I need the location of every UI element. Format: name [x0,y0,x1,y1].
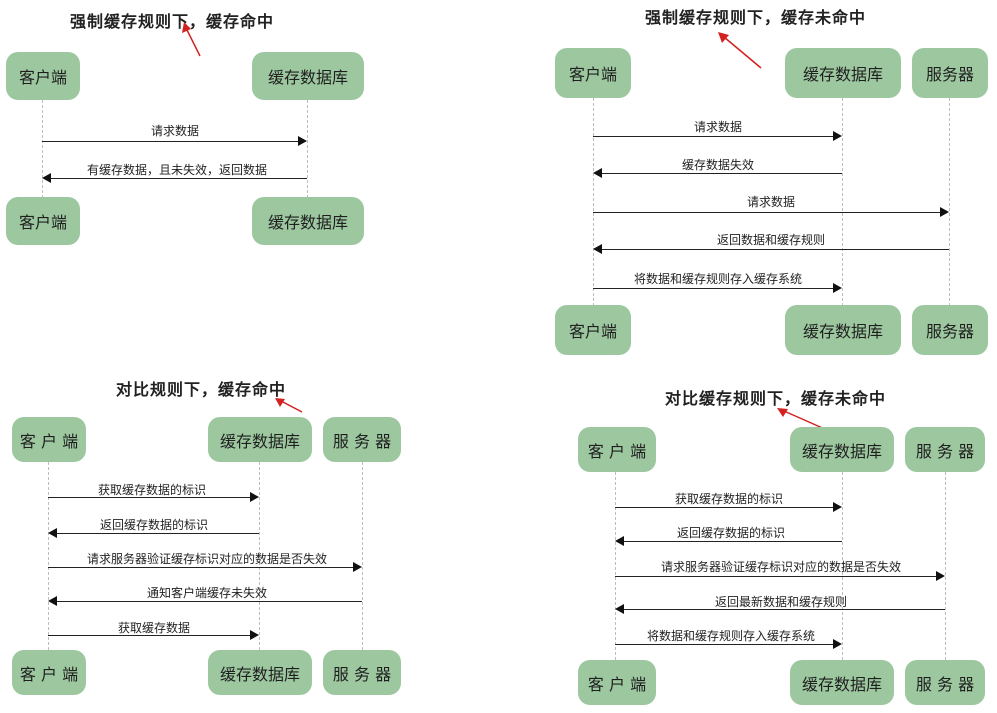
node-cache: 缓存数据库 [790,660,894,705]
message-label: 有缓存数据，且未失效，返回数据 [86,163,268,177]
node-client: 客 户 端 [578,427,656,472]
message-label: 获取缓存数据的标识 [674,492,784,506]
node-server: 服 务 器 [323,417,401,462]
node-client: 客户端 [555,48,631,98]
message-label: 返回缓存数据的标识 [99,518,209,532]
pointer-arrow-icon [718,32,762,69]
arrow-right-icon [250,492,259,502]
message-label: 将数据和缓存规则存入缓存系统 [646,629,816,643]
message-line [57,601,362,602]
pointer-arrow-icon [777,408,828,431]
lifeline-cache [259,462,260,650]
arrow-right-icon [298,136,307,146]
lifeline-client [42,100,43,198]
lifeline-client [593,98,594,306]
message-line [602,173,842,174]
lifeline-client [48,462,49,650]
node-cache: 缓存数据库 [785,48,901,98]
message-line [51,178,307,179]
message-line [615,576,936,577]
arrow-left-icon [615,604,624,614]
message-label: 请求服务器验证缓存标识对应的数据是否失效 [86,552,328,566]
node-cache: 缓存数据库 [208,417,312,462]
message-line [615,507,833,508]
arrow-left-icon [593,244,602,254]
message-label: 获取缓存数据 [117,621,191,635]
message-label: 请求服务器验证缓存标识对应的数据是否失效 [660,560,902,574]
panel-title: 对比缓存规则下，缓存未命中 [665,389,887,408]
arrow-left-icon [48,596,57,606]
message-label: 请求数据 [746,195,796,209]
arrow-right-icon [833,131,842,141]
node-server: 服务器 [912,48,988,98]
arrow-right-icon [833,502,842,512]
pointer-arrow-icon [182,22,201,57]
node-server: 服务器 [912,305,988,355]
message-label: 返回数据和缓存规则 [716,233,826,247]
message-label: 获取缓存数据的标识 [97,483,207,497]
message-line [615,644,833,645]
message-line [602,249,949,250]
node-client: 客 户 端 [12,417,86,462]
message-line [624,541,842,542]
node-server: 服 务 器 [905,660,985,705]
message-line [57,533,259,534]
lifeline-client [615,472,616,660]
node-cache: 缓存数据库 [785,305,901,355]
node-client: 客 户 端 [12,650,86,695]
message-line [593,288,833,289]
lifeline-cache [842,472,843,660]
arrow-left-icon [593,168,602,178]
arrow-right-icon [250,630,259,640]
message-label: 返回最新数据和缓存规则 [714,595,848,609]
arrow-right-icon [940,207,949,217]
lifeline-server [362,462,363,650]
message-label: 缓存数据失效 [681,158,755,172]
lifeline-cache [307,100,308,198]
message-label: 通知客户端缓存未失效 [146,586,268,600]
panel-title: 强制缓存规则下，缓存未命中 [645,8,867,27]
node-cache: 缓存数据库 [252,197,364,245]
lifeline-cache [842,98,843,306]
arrow-left-icon [42,173,51,183]
node-client: 客户端 [555,305,631,355]
message-line [593,212,940,213]
arrow-right-icon [833,639,842,649]
arrow-left-icon [615,536,624,546]
message-label: 请求数据 [693,120,743,134]
message-line [593,136,833,137]
arrow-left-icon [48,528,57,538]
node-server: 服 务 器 [905,427,985,472]
message-line [48,635,250,636]
node-server: 服 务 器 [323,650,401,695]
node-client: 客户端 [6,52,80,100]
lifeline-server [945,472,946,660]
panel-title: 强制缓存规则下，缓存命中 [70,12,275,31]
arrow-right-icon [936,571,945,581]
node-client: 客户端 [6,197,80,245]
node-cache: 缓存数据库 [790,427,894,472]
pointer-arrow-icon [275,398,303,413]
panel-title: 对比规则下，缓存命中 [116,380,287,399]
arrow-right-icon [833,283,842,293]
message-label: 请求数据 [150,124,200,138]
message-line [48,497,250,498]
node-cache: 缓存数据库 [208,650,312,695]
message-line [42,141,298,142]
node-cache: 缓存数据库 [252,52,364,100]
message-label: 返回缓存数据的标识 [676,526,786,540]
lifeline-server [949,98,950,306]
arrow-right-icon [353,562,362,572]
node-client: 客 户 端 [578,660,656,705]
message-line [624,609,945,610]
message-label: 将数据和缓存规则存入缓存系统 [633,272,803,286]
message-line [48,567,353,568]
